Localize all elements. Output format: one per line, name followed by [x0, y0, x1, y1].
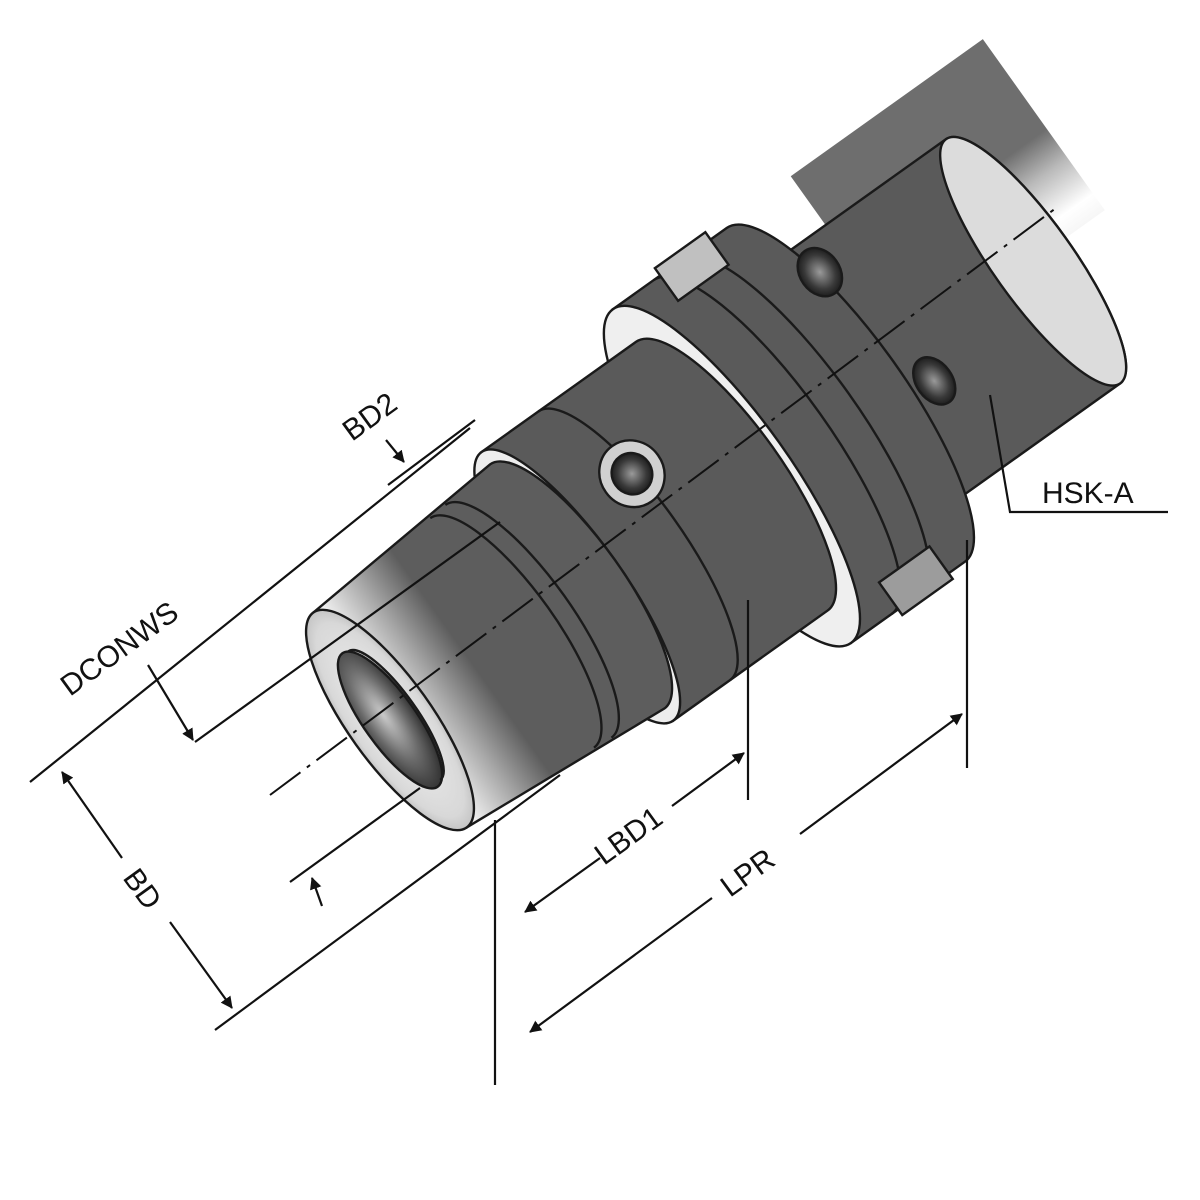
bd-extension-lower	[214, 774, 561, 1031]
hsk-shank-end	[938, 135, 1128, 387]
bd-dimension-line	[169, 921, 233, 1009]
drive-slot	[653, 230, 731, 303]
label-lbd1: LBD1	[589, 801, 669, 872]
lbd1-dimension-line	[671, 752, 745, 807]
hsk-leader	[988, 394, 1168, 514]
nose-ring	[444, 500, 621, 739]
bore-inner-edge	[347, 648, 445, 781]
drive-slot	[877, 544, 955, 617]
dconws-extension-lower	[289, 787, 421, 883]
dconws-leader-lower	[310, 877, 324, 907]
dconws-extension-upper	[194, 521, 501, 743]
centre-axis	[269, 204, 1061, 796]
body-edge	[537, 407, 739, 682]
bd2-leader	[385, 439, 405, 463]
bd-dimension-line	[61, 771, 123, 859]
flange-hole	[796, 246, 844, 298]
bd-extension-upper	[29, 427, 471, 783]
tool-holder-body	[304, 39, 1128, 832]
bore	[336, 650, 444, 790]
bd2-extension	[387, 419, 476, 486]
flange-hole	[912, 356, 957, 406]
label-bd: BD	[116, 863, 167, 916]
label-dconws: DCONWS	[55, 596, 185, 703]
lbd1-dimension-line	[524, 857, 601, 913]
label-bd2: BD2	[337, 387, 404, 448]
label-hsk-a: HSK-A	[1042, 477, 1134, 510]
lpr-dimension-line	[529, 897, 713, 1033]
lpr-dimension-line	[799, 713, 963, 835]
clamping-screw	[610, 451, 654, 496]
label-lpr: LPR	[715, 843, 782, 904]
dconws-leader	[147, 664, 194, 741]
flange	[611, 223, 976, 645]
nose-ring	[429, 514, 603, 749]
